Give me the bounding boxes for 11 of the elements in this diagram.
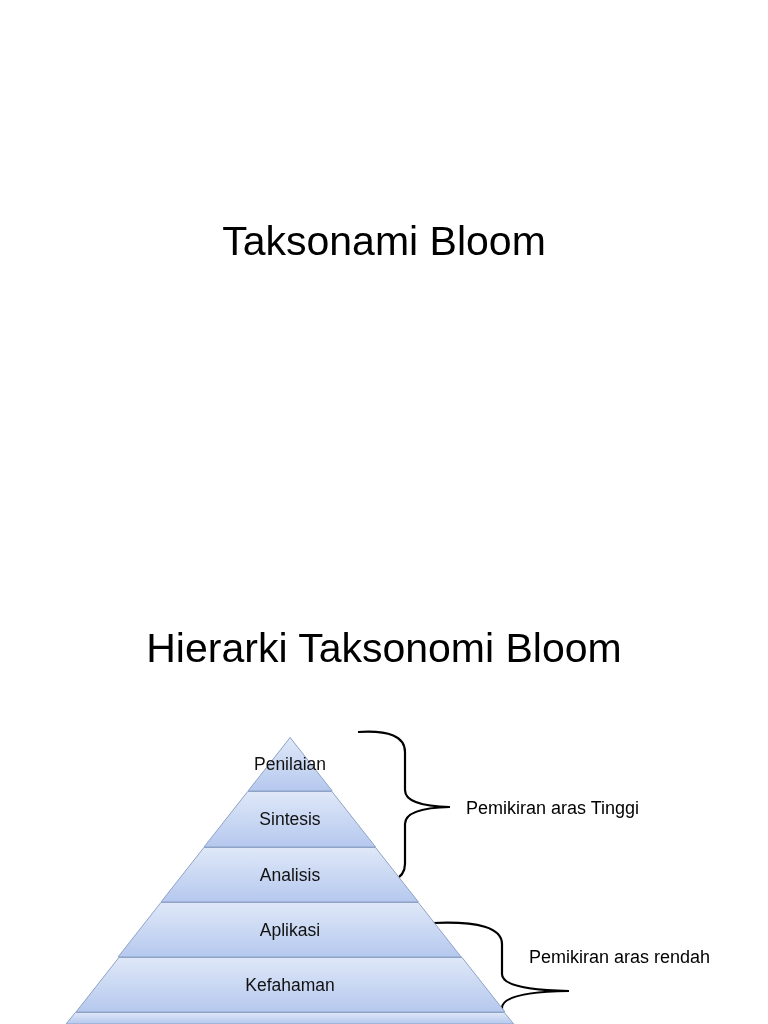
slide-title: Hierarki Taksonomi Bloom [146, 626, 622, 672]
slide-title: Taksonami Bloom [222, 219, 546, 265]
tier-label: Sintesis [259, 808, 321, 830]
brace-label: Pemikiran aras rendah [529, 947, 711, 968]
brace-label: Pemikiran aras Tinggi [466, 798, 640, 819]
pyramid-tier [161, 847, 419, 902]
tier-label: Aplikasi [259, 919, 321, 940]
tier-label: Analisis [259, 864, 321, 885]
tier-label: Penilaian [254, 753, 326, 775]
tier-label: Kefahaman [245, 974, 335, 995]
pyramid-tier [118, 902, 462, 957]
